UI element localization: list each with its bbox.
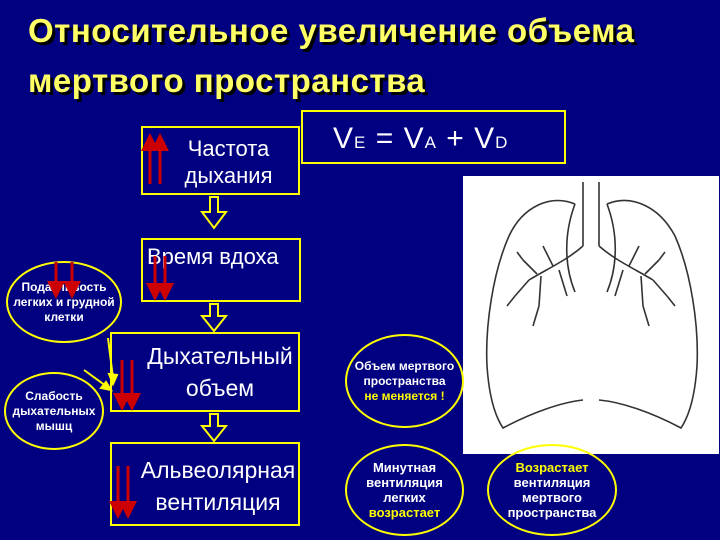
- va-symbol: V: [403, 122, 425, 155]
- dead-space-ventilation-oval: Возрастает вентиляция мертвого пространс…: [487, 444, 617, 536]
- frequency-box: Частота дыхания: [141, 126, 300, 195]
- flow-arrow-icon: [199, 413, 229, 443]
- ventilation-equation: VE = VA + VD: [333, 122, 508, 156]
- flow-arrow-icon: [83, 369, 107, 387]
- lungs-icon: [485, 182, 699, 430]
- minute-ventilation-oval: Минутная вентиляция легких возрастает: [345, 444, 464, 536]
- alveolar-ventilation-box: Альвеолярная вентиляция: [110, 442, 300, 526]
- muscle-weakness-text: Слабость дыхательных мышц: [12, 388, 96, 433]
- dead-space-oval: Объем мертвого пространства не меняется …: [345, 334, 464, 428]
- minute-ventilation-increase-text: возрастает: [368, 505, 441, 520]
- dead-space-unchanged-text: не меняется !: [364, 388, 445, 403]
- equals-sign: =: [366, 122, 404, 155]
- flow-arrow-icon: [107, 372, 119, 387]
- dead-space-text: Объем мертвого пространства: [354, 358, 455, 388]
- tidal-volume-label: Дыхательный объем: [147, 343, 293, 401]
- ve-subscript: E: [354, 133, 367, 152]
- flow-arrow-icon: [199, 303, 229, 333]
- slide-title: Относительное увеличение объема мертвого…: [28, 12, 635, 99]
- inspiration-time-label: Время вдоха: [147, 244, 279, 269]
- minute-ventilation-text: Минутная вентиляция легких: [366, 460, 443, 505]
- flow-arrow-icon: [107, 337, 114, 379]
- alveolar-ventilation-label: Альвеолярная вентиляция: [140, 457, 296, 515]
- dead-space-ventilation-text: вентиляция мертвого пространства: [507, 475, 597, 520]
- flow-arrow-icon: [99, 380, 114, 392]
- tidal-volume-box: Дыхательный объем: [110, 332, 300, 412]
- va-subscript: A: [424, 133, 437, 152]
- equation-box: VE = VA + VD: [301, 110, 566, 164]
- plus-sign: +: [436, 122, 475, 155]
- lungs-illustration: [463, 176, 719, 454]
- flow-arrow-icon: [200, 196, 228, 230]
- inspiration-time-box: Время вдоха: [141, 238, 301, 302]
- compliance-text: Податливость легких и грудной клетки: [13, 279, 115, 324]
- frequency-label: Частота дыхания: [184, 136, 273, 188]
- vd-subscript: D: [495, 133, 509, 152]
- dead-space-ventilation-increase-text: Возрастает: [515, 460, 589, 475]
- vd-symbol: V: [474, 122, 496, 155]
- compliance-oval: Податливость легких и грудной клетки: [6, 261, 122, 343]
- ve-symbol: V: [333, 122, 355, 155]
- muscle-weakness-oval: Слабость дыхательных мышц: [4, 372, 104, 450]
